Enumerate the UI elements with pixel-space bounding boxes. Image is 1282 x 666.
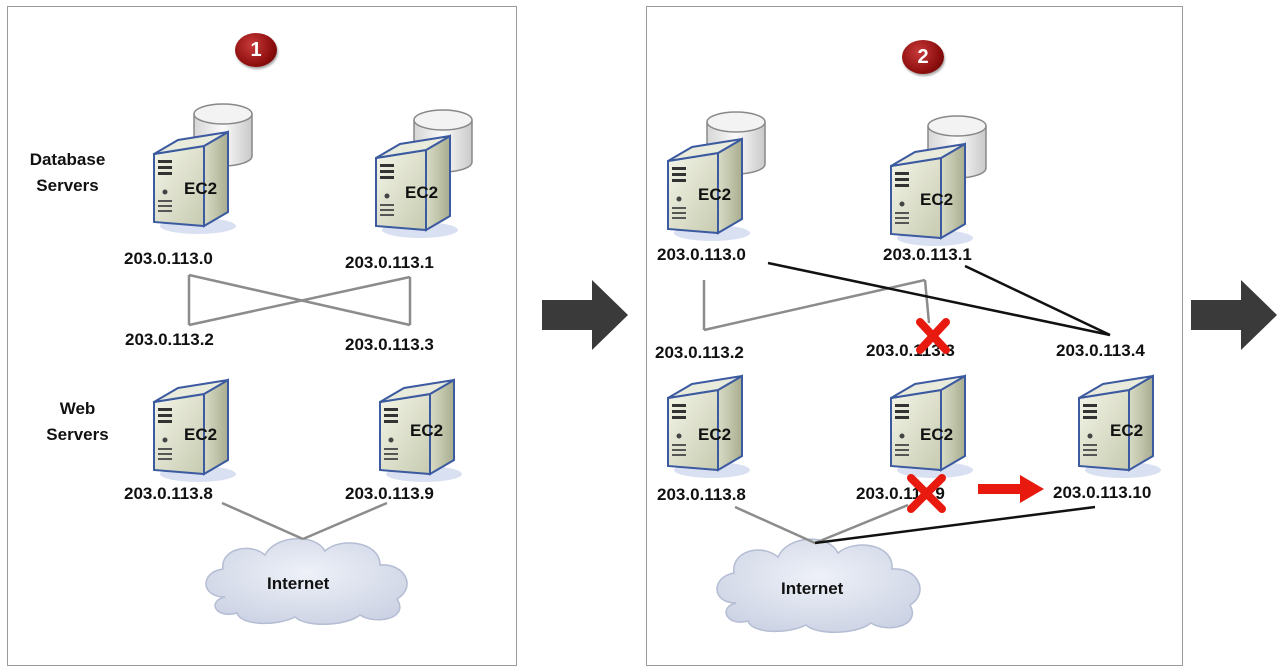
ip-label: 203.0.113.8 — [124, 484, 213, 503]
ip-label: 203.0.113.1 — [883, 245, 972, 264]
transition-arrow-icon — [542, 280, 628, 350]
ip-label: 203.0.113.10 — [1053, 483, 1152, 502]
ip-label: 203.0.113.0 — [657, 245, 746, 264]
transition-arrow-icon — [1191, 280, 1277, 350]
ip-label: 203.0.113.1 — [345, 253, 434, 272]
step-badge-2: 2 — [902, 40, 944, 74]
ip-label: 203.0.113.9 — [345, 484, 434, 503]
server-type-label: EC2 — [1110, 421, 1144, 440]
internet-cloud-icon — [205, 538, 408, 625]
server-type-label: EC2 — [184, 425, 218, 444]
ip-label: 203.0.113.4 — [1056, 341, 1145, 360]
ip-label: 203.0.113.8 — [657, 485, 746, 504]
server-type-label: EC2 — [698, 425, 732, 444]
server-type-label: EC2 — [410, 421, 444, 440]
web-servers-label: Web Servers — [46, 399, 109, 444]
server-type-label: EC2 — [405, 183, 439, 202]
ip-label: 203.0.113.3 — [866, 341, 955, 360]
server-type-label: EC2 — [920, 190, 954, 209]
ip-label: 203.0.113.0 — [124, 249, 213, 268]
server-type-label: EC2 — [920, 425, 954, 444]
internet-label: Internet — [781, 579, 844, 598]
internet-cloud-icon — [716, 538, 921, 633]
database-servers-label: Database Servers — [29, 150, 106, 195]
ip-label: 203.0.113.2 — [125, 330, 214, 349]
ip-label: 203.0.113.3 — [345, 335, 434, 354]
ip-label: 203.0.113.9 — [856, 484, 945, 503]
server-type-label: EC2 — [698, 185, 732, 204]
internet-label: Internet — [267, 574, 330, 593]
server-type-label: EC2 — [184, 179, 218, 198]
ip-label: 203.0.113.2 — [655, 343, 744, 362]
step-badge-1: 1 — [235, 33, 277, 67]
